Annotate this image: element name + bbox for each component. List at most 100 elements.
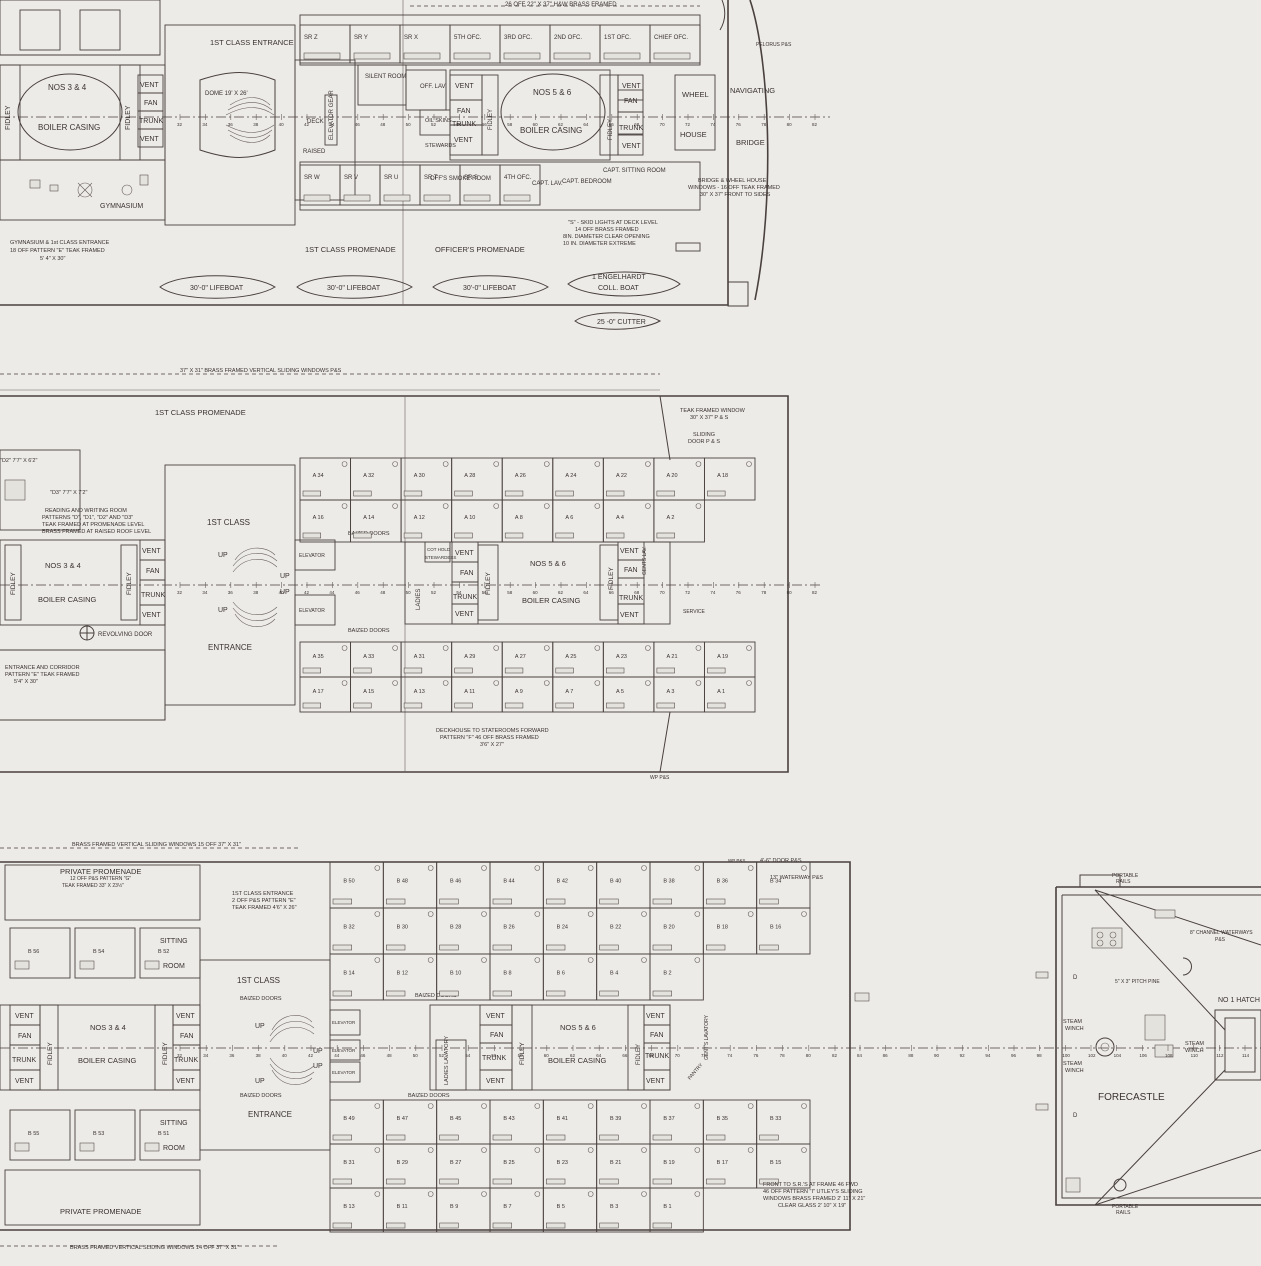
svg-text:VENT: VENT xyxy=(176,1013,195,1020)
svg-text:8IN. DIAMETER CLEAR OPENING: 8IN. DIAMETER CLEAR OPENING xyxy=(563,234,650,240)
stateroom-label: A 35 xyxy=(313,654,324,660)
officer-room-label: 1ST OFC. xyxy=(604,35,631,41)
bed-icon xyxy=(454,702,473,709)
svg-text:5'4" X 30": 5'4" X 30" xyxy=(14,679,38,685)
svg-text:RAILS: RAILS xyxy=(1116,879,1131,885)
bed-icon xyxy=(332,990,352,997)
svg-text:BOILER CASING: BOILER CASING xyxy=(38,595,97,604)
svg-text:FAN: FAN xyxy=(146,568,160,575)
stateroom-label: B 25 xyxy=(503,1160,514,1166)
bed-icon xyxy=(303,194,331,202)
suite-label: B 52 xyxy=(158,949,169,955)
frame-label: 46 xyxy=(360,1053,366,1058)
svg-text:WINDOWS - 16 OFF TEAK FRAMED: WINDOWS - 16 OFF TEAK FRAMED xyxy=(688,185,780,191)
svg-text:ENTRANCE: ENTRANCE xyxy=(208,643,252,652)
bath-fixture-icon xyxy=(374,1147,381,1153)
bed-icon xyxy=(439,898,459,905)
stateroom-label: B 36 xyxy=(717,879,728,885)
stateroom-label: A 33 xyxy=(363,654,374,660)
frame-label: 42 xyxy=(304,122,310,127)
bath-fixture-icon xyxy=(442,503,449,509)
bed-icon xyxy=(652,990,672,997)
bed-icon xyxy=(439,990,459,997)
svg-text:WP P&S: WP P&S xyxy=(650,775,670,781)
frame-label: 38 xyxy=(253,122,259,127)
svg-text:OFF'S SMOKE ROOM: OFF'S SMOKE ROOM xyxy=(430,176,491,182)
stateroom xyxy=(756,907,811,955)
bath-fixture-icon xyxy=(493,503,500,509)
svg-text:RAISED: RAISED xyxy=(303,149,326,155)
bed-icon xyxy=(383,194,411,202)
bed-icon xyxy=(79,960,95,970)
bath-fixture-icon xyxy=(392,645,398,651)
bath-fixture-icon xyxy=(427,1103,434,1109)
bath-fixture-icon xyxy=(801,911,807,917)
stateroom-label: B 47 xyxy=(397,1116,408,1122)
svg-text:VENT: VENT xyxy=(646,1078,665,1085)
svg-text:WINCH: WINCH xyxy=(1185,1048,1204,1054)
stateroom-label: A 29 xyxy=(464,654,475,660)
bed-icon xyxy=(386,898,406,905)
svg-text:TRUNK: TRUNK xyxy=(482,1055,506,1062)
frame-label: 82 xyxy=(812,590,818,595)
svg-text:FIDLEY: FIDLEY xyxy=(608,567,615,590)
frame-label: 114 xyxy=(1242,1053,1250,1058)
frame-label: 96 xyxy=(1011,1053,1017,1058)
forecastle-bow-lines xyxy=(1094,889,1226,1206)
bed-icon xyxy=(706,944,726,951)
bath-fixture-icon xyxy=(442,680,449,686)
bath-fixture-icon xyxy=(747,911,754,917)
bath-fixture-icon xyxy=(587,1103,594,1109)
svg-text:TRUNK: TRUNK xyxy=(453,594,477,601)
stateroom-label: A 11 xyxy=(464,689,475,695)
svg-text:ELEVATOR: ELEVATOR xyxy=(299,553,325,559)
stateroom-label: B 16 xyxy=(770,925,781,931)
bath-fixture-icon xyxy=(534,1191,541,1197)
top-windows-note: 26 OFF 22" X 37" H&W BRASS FRAMED xyxy=(505,2,617,8)
frame-label: 80 xyxy=(806,1053,812,1058)
svg-text:D: D xyxy=(1073,1113,1078,1119)
stateroom-label: A 13 xyxy=(414,689,425,695)
stateroom-label: B 48 xyxy=(397,879,408,885)
stateroom-label: A 7 xyxy=(565,689,573,695)
engelhardt-1: 1 ENGELHARDT xyxy=(592,274,646,281)
frame-label: 40 xyxy=(279,590,285,595)
suite-label: B 51 xyxy=(158,1131,169,1137)
svg-text:NOS 5 & 6: NOS 5 & 6 xyxy=(560,1023,596,1032)
stateroom-label: B 28 xyxy=(450,925,461,931)
bed-icon xyxy=(439,944,459,951)
bed-icon xyxy=(332,1178,352,1185)
frame-label: 78 xyxy=(761,590,767,595)
svg-text:BAIZED DOORS: BAIZED DOORS xyxy=(348,628,390,634)
svg-text:VENT: VENT xyxy=(455,550,474,557)
stateroom-label: B 34 xyxy=(770,879,781,885)
frame-label: 82 xyxy=(812,122,818,127)
svg-text:FIDLEY: FIDLEY xyxy=(485,572,492,595)
svg-text:PORTABLE: PORTABLE xyxy=(1112,873,1139,879)
bath-fixture-icon xyxy=(746,645,752,651)
officer-room-label: SR Z xyxy=(304,35,318,41)
svg-text:30" X 37" FRONT TO SIDES: 30" X 37" FRONT TO SIDES xyxy=(700,192,771,198)
cutter-label: 25 -0" CUTTER xyxy=(597,319,646,326)
stateroom-label: B 15 xyxy=(770,1160,781,1166)
svg-text:VENT: VENT xyxy=(176,1078,195,1085)
svg-text:STEAM: STEAM xyxy=(1063,1061,1082,1067)
bed-icon xyxy=(504,667,524,674)
bath-fixture-icon xyxy=(392,503,398,509)
bath-fixture-icon xyxy=(645,645,651,651)
reading-note-1: READING AND WRITING ROOM xyxy=(45,508,127,514)
svg-text:VENT: VENT xyxy=(620,612,639,619)
bed-icon xyxy=(403,667,423,674)
bath-fixture-icon xyxy=(695,503,702,509)
frame-label: 36 xyxy=(228,122,234,127)
bath-fixture-icon xyxy=(374,1103,381,1109)
gymnasium-equipment-icon xyxy=(29,174,149,198)
bath-fixture-icon xyxy=(543,461,550,467)
boiler-casing-fwd-outline xyxy=(500,73,606,151)
bed-icon xyxy=(439,1134,459,1141)
stateroom-label: A 6 xyxy=(565,515,573,521)
bed-icon xyxy=(599,1222,619,1229)
bed-icon xyxy=(656,490,675,497)
frame-label: 100 xyxy=(1062,1053,1070,1058)
stateroom-label: B 18 xyxy=(717,925,728,931)
